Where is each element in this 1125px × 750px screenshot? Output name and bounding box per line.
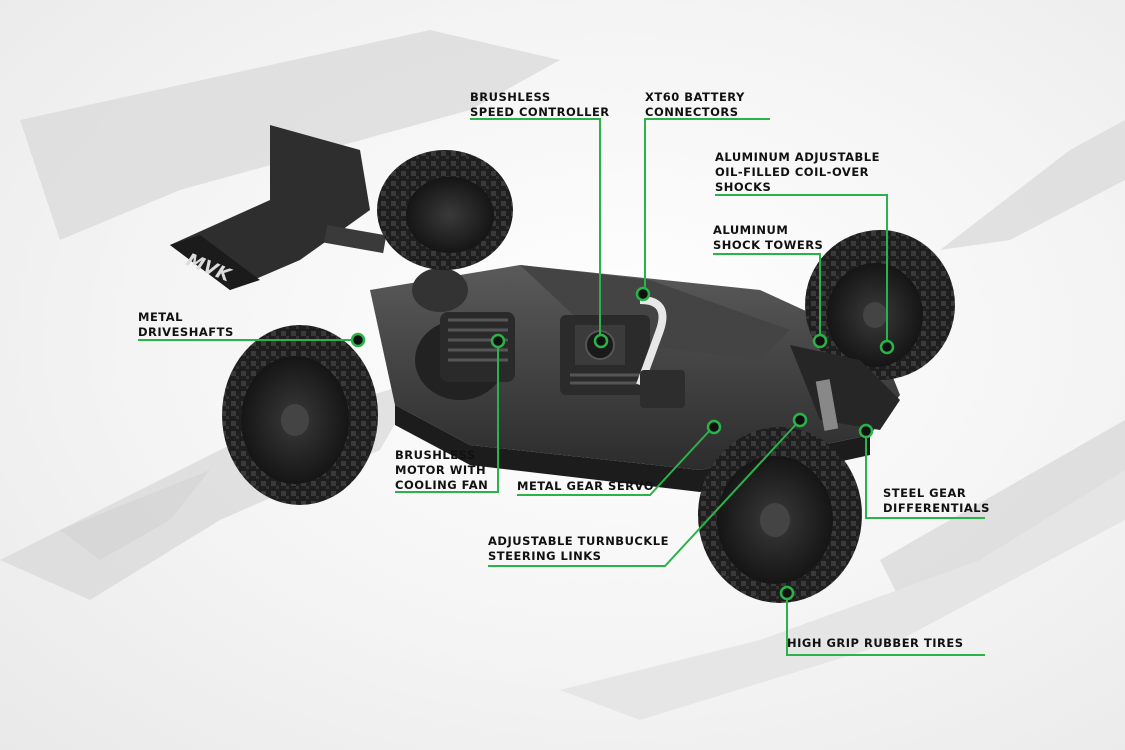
motor-block	[412, 268, 515, 400]
marker-aluminum-shock-towers	[812, 333, 828, 349]
leader-line-aluminum-shock-towers	[713, 253, 821, 338]
leader-line-high-grip-tires	[786, 595, 985, 656]
leader-line-metal-gear-servo	[517, 427, 713, 496]
leader-line-brushless-speed-controller	[470, 118, 601, 340]
rear-left-wheel	[222, 325, 378, 505]
label-metal-gear-servo: METAL GEAR SERVO	[517, 479, 655, 493]
marker-aluminum-adjustable-shocks	[879, 339, 895, 355]
receiver-box	[640, 370, 685, 408]
label-high-grip-tires: HIGH GRIP RUBBER TIRES	[787, 636, 964, 650]
marker-metal-gear-servo	[706, 419, 722, 435]
rear-right-wheel	[377, 150, 513, 270]
marker-steel-gear-differentials	[858, 423, 874, 439]
marker-metal-driveshafts	[350, 332, 366, 348]
front-right-wheel	[805, 230, 955, 380]
leader-line-brushless-motor	[395, 343, 499, 493]
leader-line-xt60-battery-connectors	[644, 118, 770, 292]
marker-high-grip-tires	[779, 585, 795, 601]
marker-xt60-battery-connectors	[635, 286, 651, 302]
marker-adjustable-steering-links	[792, 412, 808, 428]
front-shock-assembly	[790, 345, 900, 431]
leader-line-adjustable-steering-links	[488, 419, 801, 567]
marker-brushless-speed-controller	[593, 333, 609, 349]
marker-brushless-motor	[490, 333, 506, 349]
rear-wing	[170, 125, 387, 290]
leader-line-aluminum-adjustable-shocks	[715, 194, 888, 345]
leader-line-steel-gear-differentials	[865, 433, 985, 519]
front-left-wheel	[698, 427, 862, 603]
